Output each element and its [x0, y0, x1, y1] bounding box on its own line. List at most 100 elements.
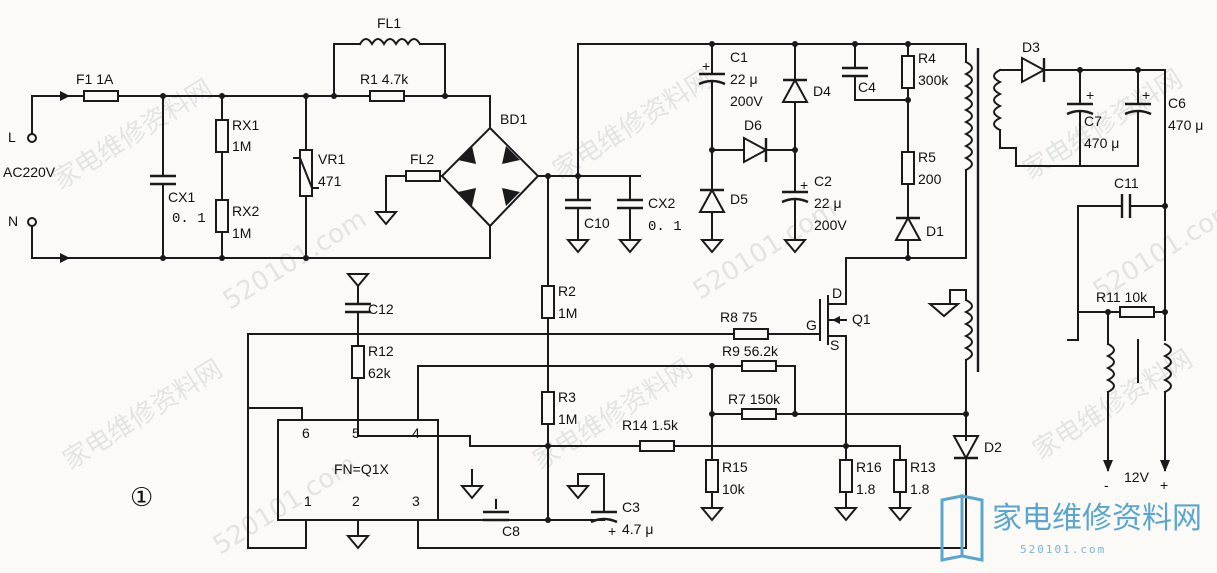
choke-minus: [1105, 342, 1115, 394]
label-r3: R3: [558, 389, 576, 405]
label-voltage: AC220V: [3, 164, 56, 180]
value-r2: 1M: [558, 305, 577, 321]
watermark-cn: 家电维修资料网: [48, 74, 218, 196]
svg-text:+: +: [1142, 87, 1150, 103]
resistor-r15: [705, 459, 719, 493]
diode-d3: [1021, 56, 1047, 84]
figure-number: ①: [130, 483, 153, 513]
transformer-t1: [845, 43, 1017, 441]
value-c6: 470 μ: [1168, 117, 1203, 133]
resistor-r4: [901, 55, 915, 89]
value-r15: 10k: [722, 481, 746, 497]
ic-pin-6: 6: [302, 425, 310, 441]
watermark-cn: 家电维修资料网: [548, 64, 718, 186]
svg-text:+: +: [608, 523, 616, 539]
resistor-r13: [893, 459, 907, 493]
value-c2-voltage: 200V: [814, 217, 847, 233]
label-rx1: RX1: [232, 117, 259, 133]
watermark-cn: 家电维修资料网: [1028, 344, 1198, 466]
wire-fl1: [333, 43, 361, 97]
diode-d1: [894, 215, 922, 241]
resistor-r3: [541, 391, 555, 425]
label-out-minus: -: [1104, 477, 1109, 493]
label-n: N: [8, 213, 18, 229]
label-d4: D4: [813, 83, 831, 99]
label-out-voltage: 12V: [1124, 469, 1150, 485]
bulk-caps: C10 CX2 0. 1: [565, 43, 682, 254]
value-cx1: 0. 1: [172, 211, 206, 227]
label-q1: Q1: [852, 311, 871, 327]
resistor-r9: [741, 360, 777, 372]
value-r13: 1.8: [910, 481, 930, 497]
label-c3: C3: [622, 499, 640, 515]
label-fl2: FL2: [410, 151, 434, 167]
value-r4: 300k: [918, 72, 949, 88]
label-d1: D1: [926, 223, 944, 239]
arrow-n: [60, 253, 70, 263]
label-c7: C7: [1084, 113, 1102, 129]
brand-name: 家电维修资料网: [992, 501, 1202, 536]
label-r4: R4: [918, 50, 936, 66]
watermark-cn: 家电维修资料网: [58, 354, 228, 476]
input-section: L AC220V F1 1A N CX1 0. 1 RX1 1M RX: [3, 15, 491, 263]
label-c6: C6: [1168, 95, 1186, 111]
label-d2: D2: [984, 439, 1002, 455]
label-fl1: FL1: [377, 15, 401, 31]
output-section: D3 + C7 470 μ + C6 470 μ C11: [1015, 39, 1203, 493]
label-r11: R11 10k: [1096, 289, 1148, 305]
svg-text:+: +: [800, 177, 808, 193]
label-d3: D3: [1022, 39, 1040, 55]
wire-n: [31, 225, 71, 259]
value-r12: 62k: [368, 365, 392, 381]
value-rx2: 1M: [232, 225, 251, 241]
value-c1: 22 μ: [730, 71, 758, 87]
terminal-l: [27, 133, 37, 143]
label-q1-s: S: [830, 337, 839, 353]
choke-plus: [1162, 342, 1172, 394]
aux-winding: [963, 298, 973, 362]
label-cx1: CX1: [168, 189, 195, 205]
label-d6: D6: [744, 117, 762, 133]
resistor-r12: [351, 345, 365, 379]
label-d5: D5: [730, 191, 748, 207]
resistor-rx1: [215, 119, 229, 153]
label-out-plus: +: [1160, 477, 1168, 493]
label-bd1: BD1: [500, 111, 527, 127]
resistor-r16: [839, 459, 853, 493]
resistor-rx2: [215, 199, 229, 233]
resistor-r11: [1119, 306, 1155, 318]
label-q1-g: G: [806, 317, 817, 333]
ic-pin-4: 4: [412, 425, 420, 441]
label-c12: C12: [368, 301, 394, 317]
resistor-r2: [541, 285, 555, 319]
startup-resistors: R2 1M R3 1M: [541, 175, 577, 523]
valley-fill: + C1 22 μ 200V D5 D6 D4 + C2 22 μ 200V: [577, 41, 967, 254]
label-ic: FN=Q1X: [334, 461, 390, 477]
ic-pin-3: 3: [412, 493, 420, 509]
resistor-r14: [639, 440, 675, 452]
brand-url: 520101.com: [1020, 543, 1106, 556]
svg-text:+: +: [702, 58, 710, 74]
label-r8: R8 75: [720, 309, 758, 325]
snubber: C4 R4 300k R5 200 D1: [842, 43, 949, 261]
diode-d2: [952, 435, 980, 461]
watermark-url: 520101.com: [218, 204, 372, 316]
label-r16: R16: [856, 459, 882, 475]
primary-winding: [963, 60, 973, 172]
label-c4: C4: [858, 79, 876, 95]
value-r5: 200: [918, 171, 942, 187]
value-c1-voltage: 200V: [730, 93, 763, 109]
label-l: L: [8, 129, 16, 145]
value-r16: 1.8: [856, 481, 876, 497]
label-c10: C10: [584, 215, 610, 231]
ic-pin-2: 2: [352, 493, 360, 509]
label-r1: R1 4.7k: [360, 71, 409, 87]
feedback-network: R9 56.2k R7 150k R14 1.5k R15 10k R16 1.…: [357, 343, 1002, 549]
control-ic: FN=Q1X 6 5 4 1 2 3 C12 R12 62k C8: [247, 273, 653, 550]
label-rx2: RX2: [232, 203, 259, 219]
label-q1-d: D: [832, 285, 842, 301]
resistor-r5: [901, 151, 915, 185]
bridge-bd1: BD1 FL2: [373, 95, 641, 259]
label-c1: C1: [730, 49, 748, 65]
